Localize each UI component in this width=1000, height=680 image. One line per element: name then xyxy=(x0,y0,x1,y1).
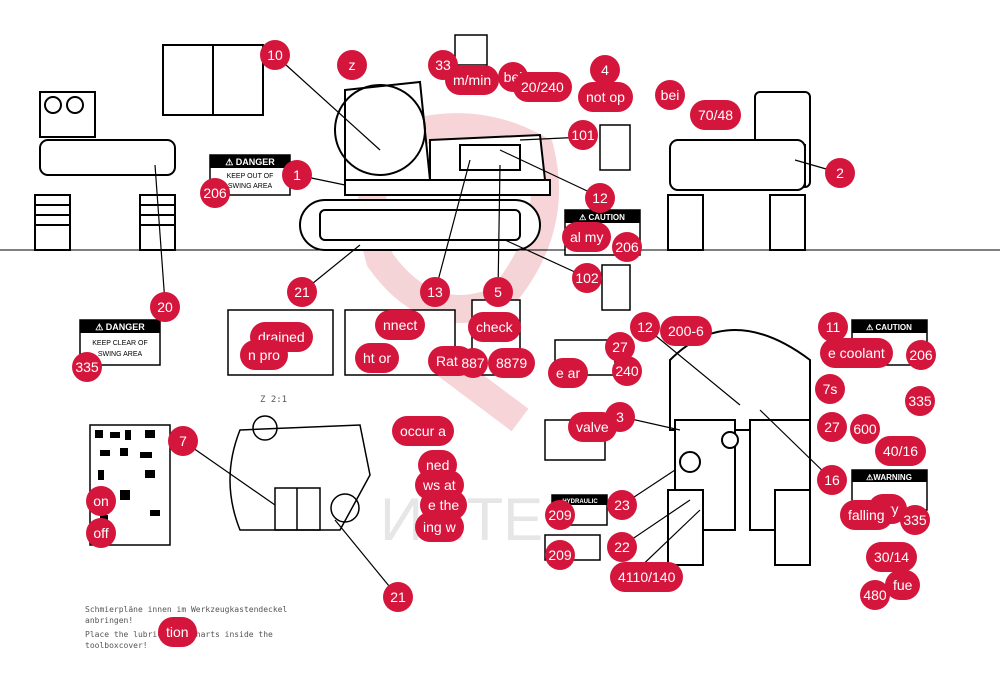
danger1-line1: KEEP OUT OF xyxy=(227,173,274,180)
callout-8879[interactable]: 8879 xyxy=(488,348,536,378)
caution2-title: ⚠ CAUTION xyxy=(866,323,912,332)
hydraulic-title: HYDRAULIC xyxy=(562,499,598,505)
callout-887[interactable]: 887 xyxy=(458,348,488,378)
callout-ht-or[interactable]: ht or xyxy=(355,343,400,373)
callout-11[interactable]: 11 xyxy=(818,312,848,342)
callout-27-a[interactable]: 27 xyxy=(605,332,635,362)
callout-209-b[interactable]: 209 xyxy=(545,540,575,570)
danger1-title: ⚠ DANGER xyxy=(225,157,275,167)
callout-20[interactable]: 20 xyxy=(150,292,180,322)
rear-view-right xyxy=(667,91,811,251)
callout-40-16[interactable]: 40/16 xyxy=(875,436,927,466)
callout-7s[interactable]: 7s xyxy=(815,374,845,404)
callout-n-pro[interactable]: n pro xyxy=(240,340,288,370)
callout-70-48[interactable]: 70/48 xyxy=(690,100,742,130)
callout-335-c[interactable]: 335 xyxy=(900,505,930,535)
callout-7[interactable]: 7 xyxy=(168,426,198,456)
callout-12-a[interactable]: 12 xyxy=(585,183,615,213)
callout-30-14[interactable]: 30/14 xyxy=(866,542,918,572)
callout-5[interactable]: 5 xyxy=(483,277,513,307)
detail-label: Z 2:1 xyxy=(260,395,287,405)
callout-off[interactable]: off xyxy=(86,518,116,548)
callout-206-c[interactable]: 206 xyxy=(906,340,936,370)
danger1-line2: SWING AREA xyxy=(228,183,273,190)
callout-22[interactable]: 22 xyxy=(607,532,637,562)
callout-not-op[interactable]: not op xyxy=(578,82,633,112)
callout-falling[interactable]: falling xyxy=(840,500,893,530)
note-line2: anbringen! xyxy=(85,616,133,625)
callout-on[interactable]: on xyxy=(86,486,116,516)
lubrication-chart-icons xyxy=(95,430,160,523)
callout-206-b[interactable]: 206 xyxy=(612,232,642,262)
warning1-title: ⚠WARNING xyxy=(866,473,912,482)
callout-2[interactable]: 2 xyxy=(825,158,855,188)
callout-480[interactable]: 480 xyxy=(860,580,890,610)
callout-200-6[interactable]: 200-6 xyxy=(660,316,712,346)
callout-335-a[interactable]: 335 xyxy=(72,352,102,382)
leader-lines xyxy=(154,54,841,598)
callout-209-a[interactable]: 209 xyxy=(545,500,575,530)
callout-23[interactable]: 23 xyxy=(607,490,637,520)
callout-12-b[interactable]: 12 xyxy=(630,312,660,342)
caution1-title: ⚠ CAUTION xyxy=(579,213,625,222)
danger2-line2: SWING AREA xyxy=(98,351,143,358)
callout-4110-140[interactable]: 4110/140 xyxy=(610,562,684,592)
callout-bei-2[interactable]: bei xyxy=(655,80,685,110)
callout-tion[interactable]: tion xyxy=(158,617,197,647)
callout-m-min[interactable]: m/min xyxy=(445,65,500,95)
callout-240[interactable]: 240 xyxy=(612,356,642,386)
callout-1[interactable]: 1 xyxy=(282,160,312,190)
note-line4: toolboxcover! xyxy=(85,641,148,650)
callout-21-b[interactable]: 21 xyxy=(383,582,413,612)
callout-valve[interactable]: valve xyxy=(568,412,617,442)
callout-fue[interactable]: fue xyxy=(885,570,921,600)
callout-nnect[interactable]: nnect xyxy=(375,310,426,340)
callout-27-b[interactable]: 27 xyxy=(817,412,847,442)
callout-4[interactable]: 4 xyxy=(590,55,620,85)
callout-e-ar[interactable]: e ar xyxy=(548,358,589,388)
danger2-title: ⚠ DANGER xyxy=(95,322,145,332)
top-view-excavator xyxy=(667,329,811,566)
callout-e-coolant[interactable]: e coolant xyxy=(820,338,893,368)
callout-13[interactable]: 13 xyxy=(420,277,450,307)
callout-occur-a[interactable]: occur a xyxy=(392,416,454,446)
callout-16[interactable]: 16 xyxy=(817,465,847,495)
detail-z xyxy=(229,415,371,531)
callout-206-a[interactable]: 206 xyxy=(200,178,230,208)
callout-ing-w[interactable]: ing w xyxy=(415,512,464,542)
callout-21-a[interactable]: 21 xyxy=(287,277,317,307)
callout-10[interactable]: 10 xyxy=(260,40,290,70)
callout-335-b[interactable]: 335 xyxy=(905,386,935,416)
side-view-excavator xyxy=(299,80,551,251)
callout-z[interactable]: z xyxy=(337,50,367,80)
note-line1: Schmierpläne innen im Werkzeugkastendeck… xyxy=(85,605,287,614)
callout-al-my[interactable]: al my xyxy=(562,222,612,252)
callout-20-240[interactable]: 20/240 xyxy=(513,72,572,102)
danger2-line1: KEEP CLEAR OF xyxy=(92,340,148,347)
callout-600[interactable]: 600 xyxy=(850,414,880,444)
callout-check[interactable]: check xyxy=(468,312,521,342)
callout-102[interactable]: 102 xyxy=(572,263,602,293)
decal-danger-2: ⚠ DANGER KEEP CLEAR OF SWING AREA xyxy=(79,319,161,366)
callout-101[interactable]: 101 xyxy=(568,120,598,150)
